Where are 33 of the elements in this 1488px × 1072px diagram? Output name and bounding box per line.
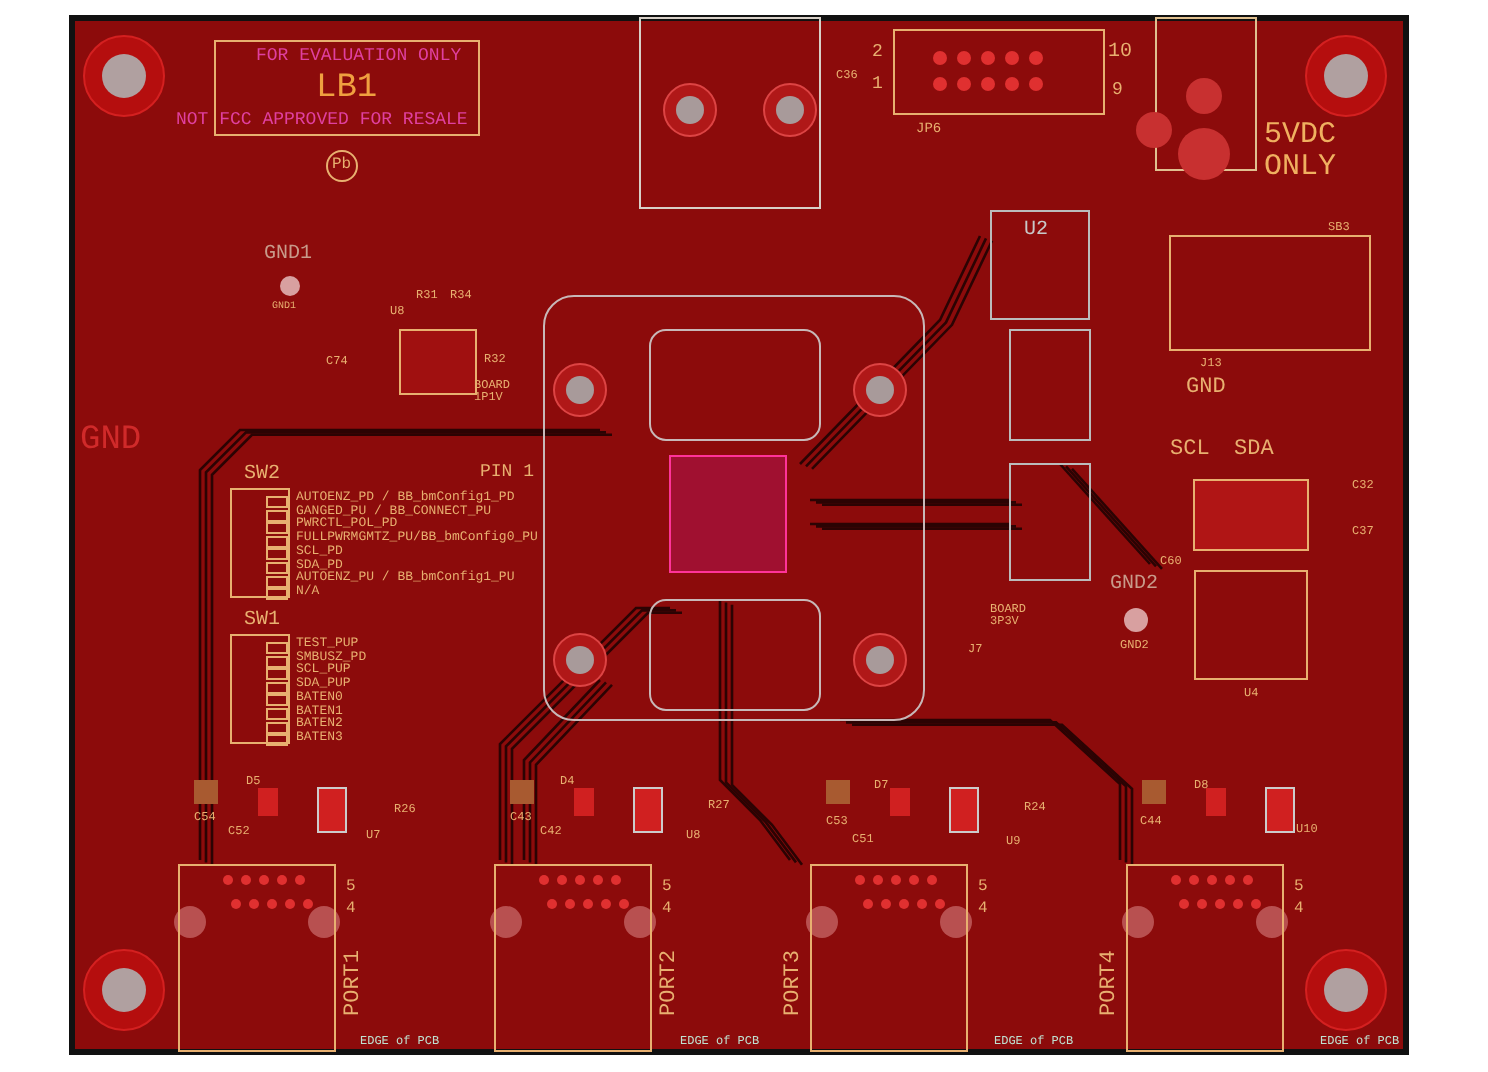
pin-number: 5 bbox=[1294, 880, 1304, 896]
silkscreen-label: GND bbox=[80, 424, 142, 458]
silkscreen-label: GND1 bbox=[264, 246, 313, 266]
silkscreen-label: 9 bbox=[1112, 82, 1123, 100]
component-designator: SW1 bbox=[244, 612, 281, 632]
silkscreen-label: PIN 1 bbox=[480, 464, 535, 482]
silkscreen-label: 5VDC ONLY bbox=[1264, 120, 1339, 183]
pin-number: 4 bbox=[978, 902, 988, 918]
port-label: PORT4 bbox=[1100, 949, 1122, 1016]
port-label: PORT1 bbox=[344, 949, 366, 1016]
component-designator: LB1 bbox=[316, 72, 378, 106]
mirrored-silkscreen-note: NOT FCC APPROVED FOR RESALE bbox=[176, 112, 468, 130]
pin-number: 5 bbox=[346, 880, 356, 896]
port-label: PORT3 bbox=[784, 949, 806, 1016]
silkscreen-label: 2 bbox=[872, 44, 883, 62]
label-outline bbox=[214, 40, 480, 136]
silkscreen-label: 1 bbox=[872, 76, 883, 94]
silkscreen-label: 10 bbox=[1108, 44, 1133, 64]
silkscreen-label: GND bbox=[1186, 378, 1226, 400]
silkscreen-label: SDA bbox=[1234, 440, 1274, 462]
mirrored-silkscreen-note: FOR EVALUATION ONLY bbox=[256, 48, 462, 66]
pin-number: 5 bbox=[662, 880, 672, 896]
lead-free-mark: Pb bbox=[326, 150, 358, 182]
component-designator: SW2 bbox=[244, 466, 281, 486]
chip-outline bbox=[990, 210, 1090, 320]
pin-number: 4 bbox=[662, 902, 672, 918]
silkscreen-label: SCL bbox=[1170, 440, 1210, 462]
component-designator: U2 bbox=[1024, 222, 1049, 242]
pin-number: 4 bbox=[1294, 902, 1304, 918]
pin-number: 5 bbox=[978, 880, 988, 896]
port-label: PORT2 bbox=[660, 949, 682, 1016]
silkscreen-label: GND2 bbox=[1110, 576, 1159, 596]
pin-number: 4 bbox=[346, 902, 356, 918]
